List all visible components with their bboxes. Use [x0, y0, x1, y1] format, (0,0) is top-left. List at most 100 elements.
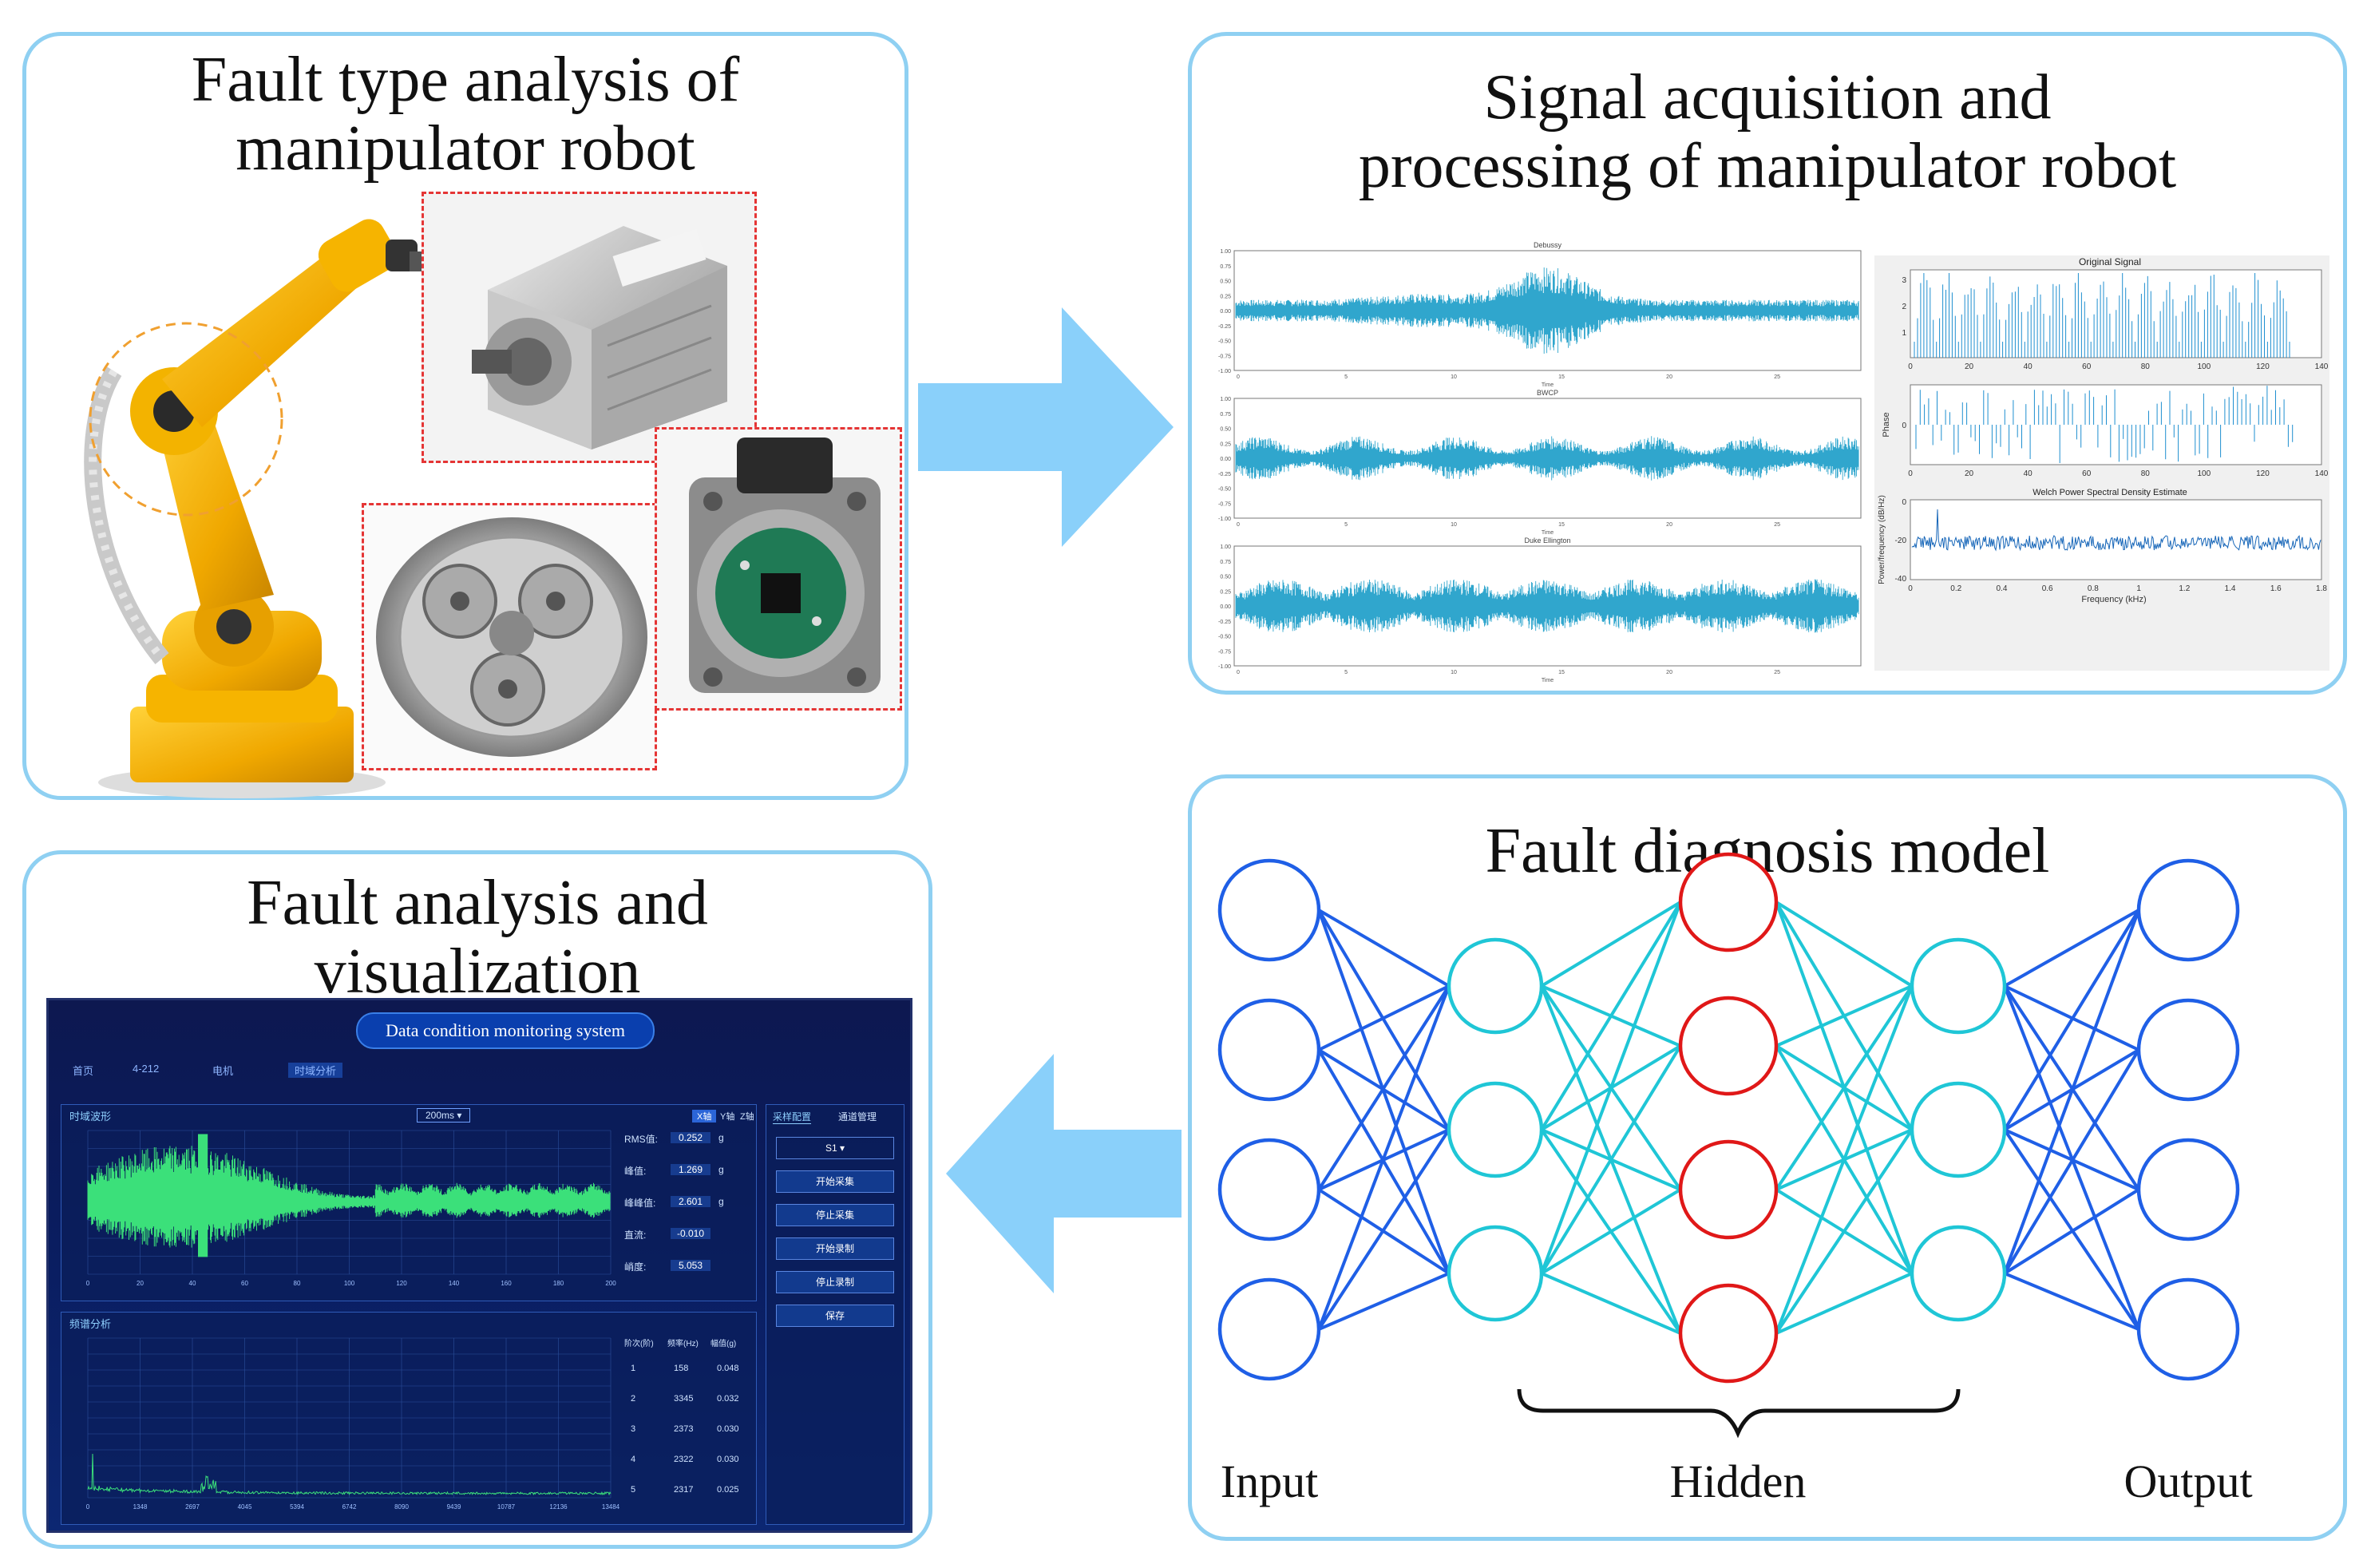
nn-node-hidden2 [1678, 1139, 1779, 1240]
x-axis-label: Time [1542, 530, 1554, 536]
nn-node-hidden2 [1678, 852, 1779, 952]
tab-home[interactable]: 首页 [73, 1065, 94, 1077]
x-tick: 0.2 [1950, 584, 1961, 593]
stat-label: 峰值: [624, 1166, 647, 1177]
y-tick: -0.25 [1218, 472, 1231, 477]
x-tick: 0 [86, 1280, 90, 1287]
x-tick: 15 [1558, 522, 1565, 528]
nn-node-hidden1 [1447, 937, 1544, 1035]
x-tick: 5 [1344, 670, 1348, 675]
axis-toggle-y[interactable]: Y轴 [720, 1112, 735, 1122]
x-tick: 1.6 [2270, 584, 2282, 593]
x-tick: 20 [137, 1280, 144, 1287]
time-plot-2: BWCP1.000.750.500.250.00-0.25-0.50-0.75-… [1218, 389, 1862, 536]
y-tick: -0.25 [1218, 620, 1231, 625]
x-tick: 25 [1774, 670, 1780, 675]
x-tick: 5 [1344, 374, 1348, 380]
x-tick: 1348 [133, 1503, 148, 1511]
tab-4-212[interactable]: 4-212 [133, 1063, 160, 1075]
axis-toggle-x[interactable]: X轴 [692, 1110, 717, 1123]
phase-stems [1915, 386, 2294, 463]
side-button[interactable]: 开始录制 [776, 1237, 894, 1260]
peak-cell: 158 [674, 1364, 689, 1373]
panel-visualization: Fault analysis and visualization Data co… [22, 850, 932, 1549]
side-button[interactable]: 停止采集 [776, 1204, 894, 1226]
channel-select[interactable]: S1 ▾ [776, 1137, 894, 1159]
x-tick: 200 [605, 1280, 616, 1287]
nn-connection [1540, 1188, 1682, 1275]
y-tick: 0 [1902, 498, 1906, 507]
nn-node-hidden2 [1678, 996, 1779, 1096]
nn-connection [2004, 909, 2139, 988]
side-tab-channels[interactable]: 通道管理 [838, 1111, 877, 1123]
nn-connection [1541, 1272, 1681, 1335]
y-tick: -0.75 [1218, 501, 1231, 507]
side-button[interactable]: 开始采集 [776, 1170, 894, 1193]
x-tick: 2697 [185, 1503, 200, 1511]
y-tick: 0.00 [1220, 604, 1231, 610]
nn-node-input [1217, 998, 1321, 1102]
x-tick: 0 [86, 1503, 90, 1511]
y-tick: -1.00 [1218, 369, 1231, 374]
x-tick: 9439 [447, 1503, 461, 1511]
tab-motor[interactable]: 电机 [212, 1065, 234, 1077]
y-tick: -0.50 [1218, 635, 1231, 640]
x-tick: 20 [1666, 374, 1672, 380]
welch-curve [1911, 509, 2321, 552]
y-tick: 2 [1902, 303, 1906, 311]
panel-fault-type-title: Fault type analysis of manipulator robot [191, 45, 740, 184]
side-button[interactable]: 停止录制 [776, 1271, 894, 1293]
nn-connection [1317, 909, 1451, 1131]
plot-frame [1910, 384, 2322, 465]
x-tick: 10787 [497, 1503, 516, 1511]
side-button[interactable]: 保存 [776, 1305, 894, 1327]
y-tick: -0.50 [1218, 487, 1231, 493]
x-tick: 0.8 [2088, 584, 2099, 593]
monitor-screen: Data condition monitoring system 首页 4-21… [46, 998, 912, 1533]
reducer-image [362, 503, 657, 770]
y-tick: 0.50 [1220, 279, 1231, 285]
control-sidebar: 采样配置 通道管理 S1 ▾ 开始采集停止采集开始录制停止录制保存 [766, 1104, 904, 1525]
y-tick: 0.75 [1220, 560, 1231, 565]
peak-cell: 0.030 [717, 1424, 739, 1434]
signal-waveform [1235, 267, 1859, 354]
welch-plot: Welch Power Spectral Density EstimatePow… [1878, 488, 2327, 604]
x-tick: 100 [2198, 362, 2211, 371]
axis-toggle-z[interactable]: Z轴 [740, 1112, 754, 1122]
nn-node-hidden2 [1678, 1283, 1779, 1384]
time-plot-title: Duke Ellington [1524, 537, 1570, 544]
peak-cell: 3 [631, 1424, 636, 1434]
stat-label: 峭度: [624, 1261, 647, 1273]
x-tick: 60 [2082, 469, 2092, 478]
nn-connection [1318, 1272, 1450, 1331]
y-tick: 1 [1902, 329, 1906, 338]
x-tick: 1.4 [2225, 584, 2236, 593]
x-tick: 25 [1774, 374, 1780, 380]
tab-time-analysis[interactable]: 时域分析 [288, 1063, 343, 1078]
panel-visualization-title: Fault analysis and visualization [247, 868, 708, 1007]
y-tick: 3 [1902, 276, 1906, 285]
side-tab-sampling[interactable]: 采样配置 [773, 1111, 812, 1124]
x-tick: 0 [1908, 469, 1913, 478]
panel-fault-type: Fault type analysis of manipulator robot [22, 32, 908, 800]
y-tick: 0.25 [1220, 294, 1231, 299]
nn-node-input [1217, 1138, 1321, 1241]
stat-label: 峰峰值: [624, 1198, 656, 1209]
nn-connection [1540, 901, 1682, 1131]
rate-dropdown[interactable]: 200ms ▾ [417, 1108, 471, 1123]
x-tick: 8090 [394, 1503, 409, 1511]
phase-axis-label: Phase [1882, 412, 1891, 437]
nn-connection [1775, 1128, 1914, 1335]
